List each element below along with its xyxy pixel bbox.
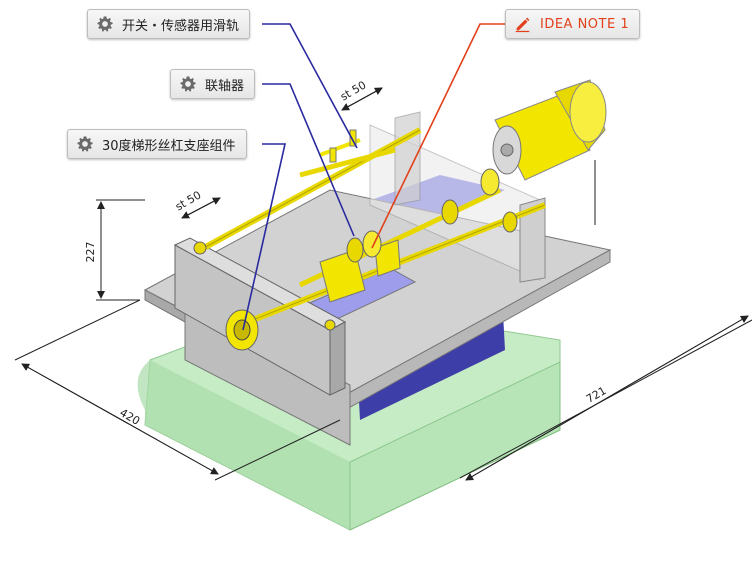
idea-note-button[interactable]: IDEA NOTE 1 [505, 9, 641, 39]
screw-leader [242, 143, 287, 331]
coupling-callout-button[interactable]: 联轴器 [170, 69, 256, 99]
rail-callout-label: 开关・传感器用滑轨 [122, 18, 240, 34]
coupling-leader [262, 83, 355, 237]
screw-callout-label: 30度梯形丝杠支座组件 [102, 138, 236, 154]
rail-leader [262, 23, 358, 149]
dimension-lines [14, 87, 752, 481]
flange-bearing [193, 241, 336, 351]
coupling-callout-label: 联轴器 [205, 78, 245, 94]
sensor-rail [319, 129, 361, 163]
gear-icon [77, 136, 93, 152]
gear-icon [97, 16, 113, 32]
screw-callout-button[interactable]: 30度梯形丝杠支座组件 [67, 129, 247, 159]
yellow-motor [492, 79, 607, 181]
width-dimension: 721 [584, 384, 609, 406]
stroke-upper-label: st 50 [338, 78, 368, 103]
height-dimension: 227 [84, 242, 97, 263]
stroke-left-label: st 50 [173, 188, 203, 213]
pencil-icon [515, 17, 530, 33]
rail-callout-button[interactable]: 开关・传感器用滑轨 [87, 9, 251, 39]
coupling-assembly [319, 168, 518, 303]
callout-leaders [242, 23, 505, 331]
note-leader [371, 23, 505, 249]
idea-note-label: IDEA NOTE 1 [540, 16, 630, 32]
gear-icon [180, 76, 196, 92]
